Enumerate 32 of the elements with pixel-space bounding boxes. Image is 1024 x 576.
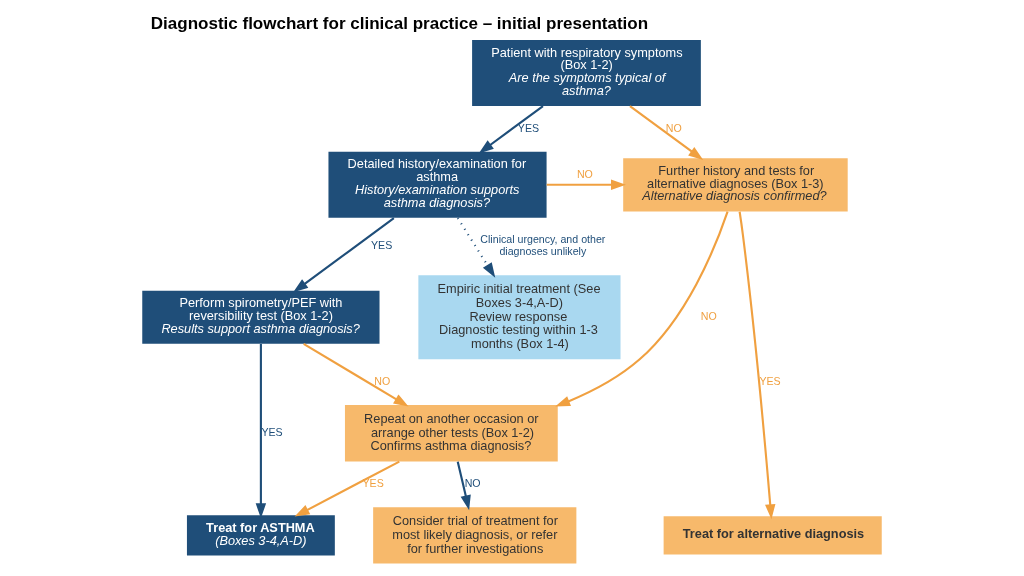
edge-label: YES	[362, 476, 384, 489]
arrow	[478, 105, 544, 154]
arrow	[555, 211, 729, 407]
node-box: Treat for alternative diagnosis	[663, 516, 882, 555]
edge-label: YES	[261, 425, 283, 438]
edge-label: Clinical urgency, and other diagnoses unlikely	[480, 233, 606, 258]
edge-label: YES	[759, 374, 781, 387]
node-box: Repeat on another occasion or arrange other tests (Box 1-2) Confirms asthma diagnosis?	[344, 405, 558, 462]
arrow	[293, 217, 395, 293]
edge-label: NO	[464, 476, 481, 489]
arrow	[546, 179, 626, 190]
edge-label: NO	[665, 121, 682, 134]
diagram-title: Diagnostic flowchart for clinical practice – initial presentation	[150, 14, 649, 34]
node-box: Further history and tests for alternative diagnoses (Box 1-3) Alternative diagnosis confirmed?	[623, 158, 848, 212]
node-box: Detailed history/examination for asthma History/examination supports asthma diagnosis?	[328, 151, 547, 218]
node-box: Treat for ASTHMA (Boxes 3-4,A-D)	[186, 515, 335, 556]
arrow	[629, 105, 704, 161]
node-box: Consider trial of treatment for most likely diagnosis, or refer for further investigations	[373, 507, 577, 564]
arrow	[294, 460, 400, 517]
arrow	[456, 461, 471, 511]
edge-label: NO	[374, 374, 391, 387]
arrow	[255, 343, 267, 519]
edge-label: NO	[576, 168, 593, 181]
node-box: Patient with respiratory symptoms (Box 1-2) Are the symptoms typical of asthma?	[472, 40, 701, 107]
arrow	[456, 217, 496, 278]
edge-label: YES	[517, 121, 540, 134]
edge-label: NO	[700, 309, 717, 322]
edge-label: YES	[371, 239, 393, 252]
node-box: Perform spirometry/PEF with reversibility test (Box 1-2) Results support asthma diagnosis?	[142, 290, 380, 344]
node-box: Empiric initial treatment (See Boxes 3-4,A-D) Review response Diagnostic testing within 1-3 months (Box 1-4)	[418, 275, 621, 360]
arrow	[738, 211, 776, 520]
arrow	[303, 342, 409, 407]
